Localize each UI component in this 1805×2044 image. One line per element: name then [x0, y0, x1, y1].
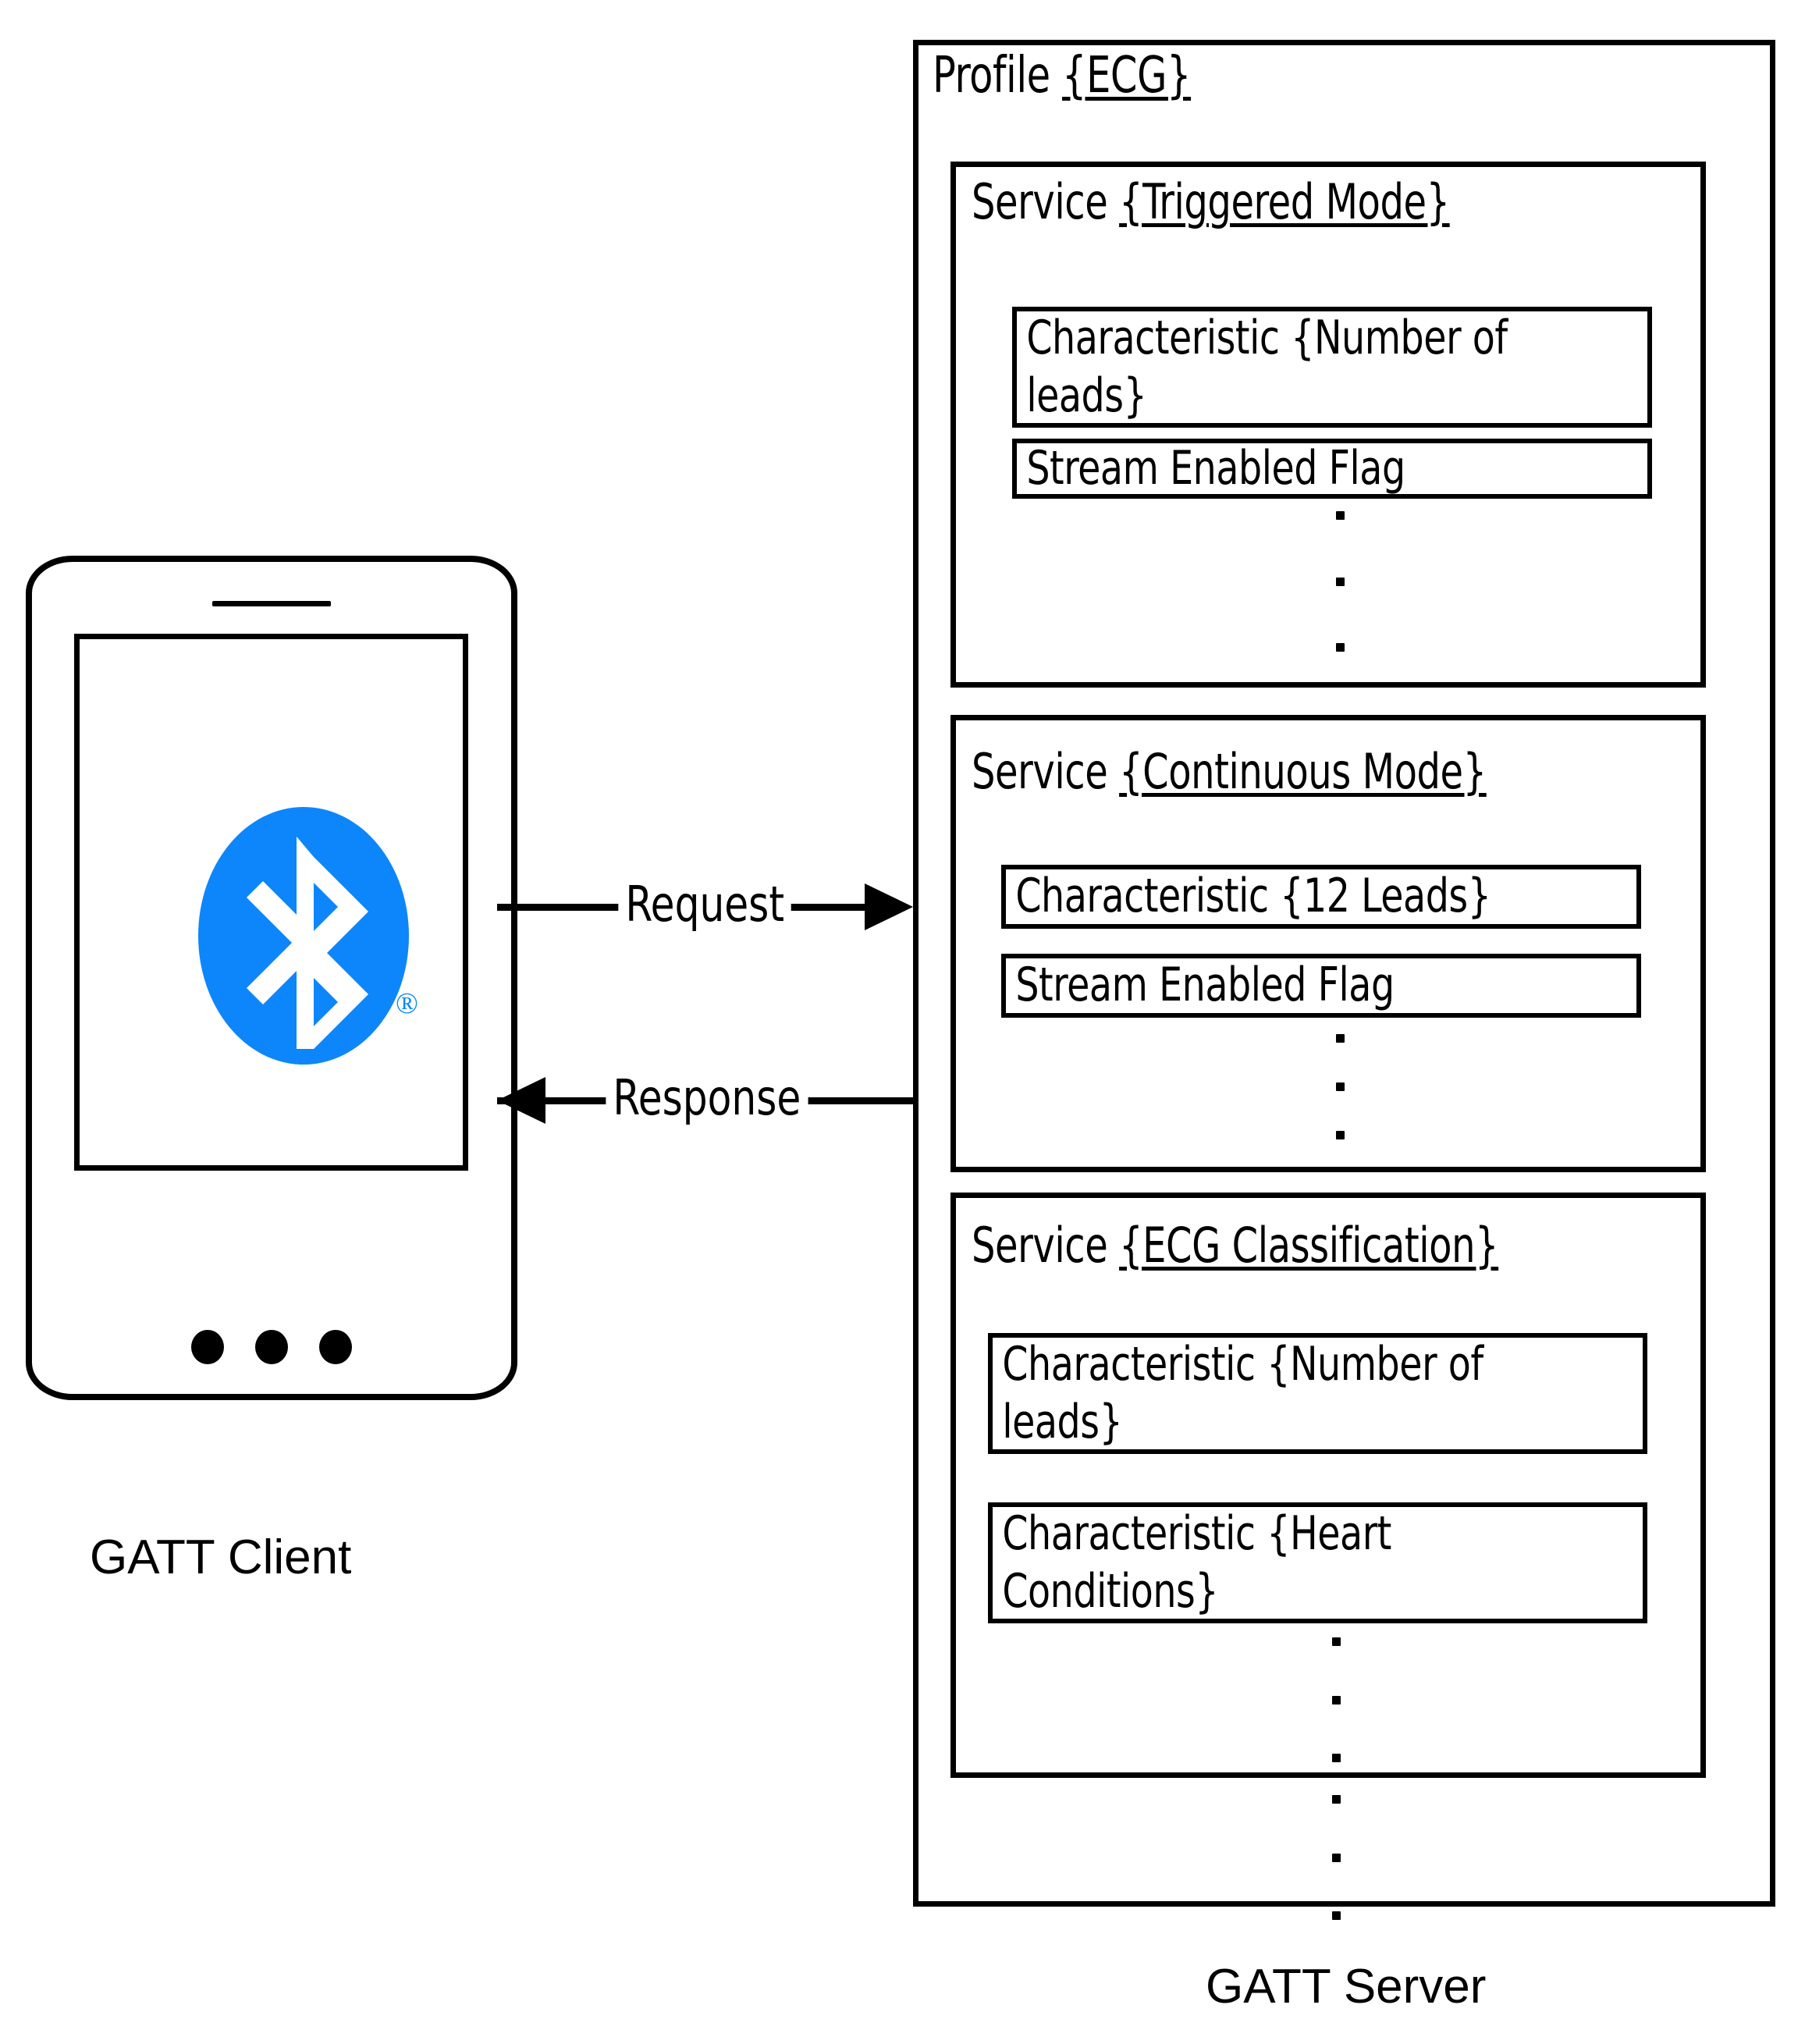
characteristic-box[interactable]: Characteristic {Number of leads} [1012, 307, 1652, 428]
gatt-client-device: ® [26, 556, 517, 1400]
characteristic-box[interactable]: Stream Enabled Flag [1012, 439, 1652, 499]
registered-trademark-mark: ® [396, 987, 418, 1020]
gatt-client-label: GATT Client [90, 1530, 352, 1584]
request-arrow-head-icon [865, 883, 913, 930]
service-ellipsis-icon [1331, 1637, 1341, 1762]
phone-hardware-buttons[interactable] [191, 1330, 352, 1364]
request-arrow-label: Request [618, 880, 792, 929]
phone-button-recent[interactable] [319, 1330, 352, 1364]
characteristic-label: Characteristic {Number of leads} [1026, 311, 1508, 423]
profile-title-prefix: Profile [933, 47, 1063, 105]
service-title-name: {Continuous Mode} [1119, 743, 1487, 800]
service-continuous-mode-title: Service {Continuous Mode} [972, 748, 1487, 796]
service-triggered-mode-title: Service {Triggered Mode} [972, 178, 1450, 226]
characteristic-box[interactable]: Characteristic {Number of leads} [988, 1333, 1647, 1454]
service-title-name: {Triggered Mode} [1119, 173, 1450, 230]
phone-button-home[interactable] [255, 1330, 288, 1364]
characteristic-label: Characteristic {12 Leads} [1015, 869, 1491, 924]
service-title-prefix: Service [972, 1217, 1120, 1274]
characteristic-label: Characteristic {Number of leads} [1002, 1337, 1483, 1449]
service-ecg-classification-title: Service {ECG Classification} [972, 1221, 1499, 1270]
characteristic-box[interactable]: Characteristic {Heart Conditions} [988, 1502, 1647, 1623]
phone-button-back[interactable] [191, 1330, 224, 1364]
characteristic-label: Stream Enabled Flag [1026, 440, 1405, 496]
bluetooth-logo-icon [198, 807, 409, 1065]
profile-title-name: {ECG} [1062, 47, 1192, 105]
phone-screen: ® [74, 634, 468, 1171]
response-arrow-head-icon [497, 1077, 545, 1124]
profile-title: Profile {ECG} [933, 51, 1192, 101]
phone-speaker-grille [212, 601, 331, 606]
profile-ellipsis-icon [1331, 1795, 1341, 1920]
service-ellipsis-icon [1334, 1034, 1345, 1139]
gatt-server-label: GATT Server [1206, 1960, 1487, 2014]
service-ecg-classification [950, 1193, 1706, 1778]
service-title-prefix: Service [972, 173, 1120, 230]
service-title-name: {ECG Classification} [1119, 1217, 1499, 1274]
service-title-prefix: Service [972, 743, 1120, 800]
characteristic-box[interactable]: Characteristic {12 Leads} [1001, 865, 1641, 929]
characteristic-label: Characteristic {Heart Conditions} [1002, 1506, 1391, 1619]
characteristic-label: Stream Enabled Flag [1015, 958, 1395, 1013]
service-ellipsis-icon [1334, 511, 1345, 652]
service-continuous-mode [950, 715, 1706, 1172]
characteristic-box[interactable]: Stream Enabled Flag [1001, 954, 1641, 1018]
response-arrow-label: Response [606, 1074, 808, 1122]
